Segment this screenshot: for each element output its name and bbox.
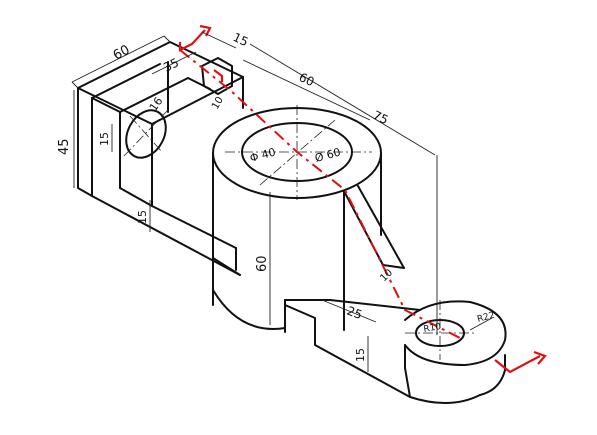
dim-hole-vertical: 15 bbox=[98, 132, 111, 146]
dim-rib-thickness: 10 bbox=[378, 267, 395, 284]
base-arm bbox=[284, 299, 507, 405]
dim-top-width: 15 bbox=[231, 30, 251, 49]
left-hole bbox=[123, 109, 169, 159]
cutting-plane bbox=[178, 24, 547, 374]
dim-slot-small: 10 bbox=[210, 95, 226, 112]
dim-overall: 75 bbox=[371, 108, 391, 127]
dim-hub-offset: 60 bbox=[297, 70, 317, 89]
dim-boss-inner-radius: R10 bbox=[423, 322, 442, 335]
dim-base-thickness: 15 bbox=[354, 348, 367, 362]
dim-base-depth: 60 bbox=[111, 43, 133, 64]
dim-outer-diameter: Ø 60 bbox=[313, 146, 342, 165]
dim-boss-outer-radius: R22 bbox=[476, 311, 496, 325]
dimensions bbox=[71, 31, 493, 372]
dim-hub-height: 60 bbox=[255, 255, 270, 272]
dim-height-left: 45 bbox=[57, 138, 72, 155]
left-bracket bbox=[77, 41, 244, 276]
dim-slot-width: 35 bbox=[161, 55, 181, 74]
dim-inner-diameter: Φ 40 bbox=[248, 146, 277, 165]
hub-cylinder bbox=[212, 105, 382, 333]
dim-rib-length: 25 bbox=[345, 304, 364, 322]
dim-wall: 15 bbox=[136, 210, 149, 224]
